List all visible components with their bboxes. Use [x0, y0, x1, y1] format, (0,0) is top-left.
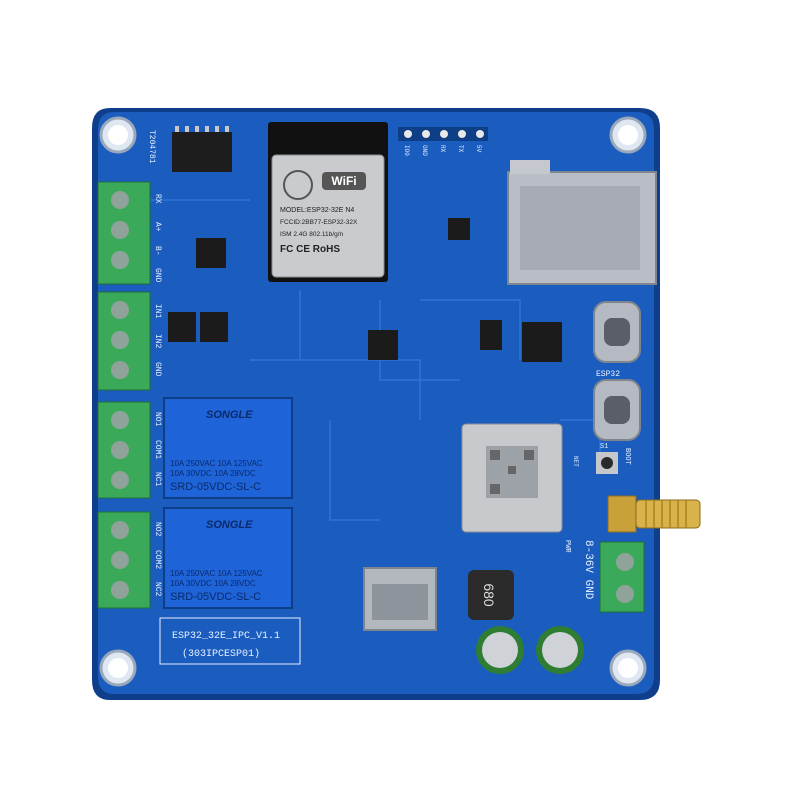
esp-ism-text: ISM 2.4G 802.11b/g/n [280, 231, 343, 238]
ethernet-jack [507, 160, 657, 285]
boot-label: BOOT [623, 448, 631, 465]
esp32-port-label: ESP32 [596, 370, 620, 379]
relay1-rating1: 10A 250VAC 10A 125VAC [170, 459, 263, 468]
reset-button [596, 452, 618, 474]
header-pin-io0: IO0 [403, 145, 410, 156]
header-pin-5v: 5V [475, 145, 482, 153]
espressif-logo-icon [283, 170, 313, 200]
relay2-rating1: 10A 250VAC 10A 125VAC [170, 569, 263, 578]
programming-header: IO0 GND RX TX 5V [398, 127, 488, 156]
top-left-ic [172, 126, 232, 172]
left-terminal-blocks [97, 181, 151, 609]
esp32-module: WiFi MODEL:ESP32-32E N4 FCCID:2BB77-ESP3… [268, 122, 388, 282]
pwr-label: PWR [563, 540, 571, 553]
esp-fcc-text: FCCID:2BB77-ESP32-32X [280, 219, 358, 226]
board-part-label: (303IPCESP01) [182, 648, 260, 660]
relay2-nc-label: NC2 [153, 582, 162, 597]
sim-card-slot [363, 567, 437, 631]
power-input-label: 8-36V GND [582, 540, 594, 600]
rs485-a-label: A+ [153, 222, 162, 232]
net-label: NET [572, 456, 579, 467]
rs485-b-label: B- [153, 246, 162, 256]
input-gnd-label: GND [153, 362, 162, 377]
electrolytic-capacitors [476, 626, 584, 674]
power-inductor: 680 [468, 570, 514, 620]
relay1-com-label: COM1 [153, 440, 162, 459]
relay2-model: SRD-05VDC-SL-C [170, 591, 261, 603]
version-box: ESP32_32E_IPC_V1.1 (303IPCESP01) [159, 617, 301, 665]
input-in1-label: IN1 [153, 304, 162, 319]
relay1-model: SRD-05VDC-SL-C [170, 481, 261, 493]
esp-model-text: MODEL:ESP32-32E N4 [280, 207, 354, 214]
relay1-nc-label: NC1 [153, 472, 162, 487]
sma-connector [607, 495, 701, 533]
input-in2-label: IN2 [153, 334, 162, 349]
inductor-marking: 680 [481, 583, 497, 607]
relay2-rating2: 10A 30VDC 10A 28VDC [170, 579, 256, 588]
header-pin-rx: RX [439, 145, 446, 153]
relay1-rating2: 10A 30VDC 10A 28VDC [170, 469, 256, 478]
wifi-badge: WiFi [331, 174, 356, 188]
rs485-rx-label: RX [153, 194, 162, 204]
power-terminal-block [599, 541, 645, 613]
header-pin-tx: TX [457, 145, 464, 153]
relay-1: SONGLE 10A 250VAC 10A 125VAC 10A 30VDC 1… [163, 397, 293, 499]
top-serial-label: T204781 [147, 130, 156, 164]
board-version-label: ESP32_32E_IPC_V1.1 [172, 631, 280, 642]
relay2-com-label: COM2 [153, 550, 162, 569]
usb-c-ports [593, 301, 641, 441]
relay1-brand: SONGLE [206, 409, 253, 421]
header-pin-gnd: GND [421, 145, 428, 156]
relay-2: SONGLE 10A 250VAC 10A 125VAC 10A 30VDC 1… [163, 507, 293, 609]
rs485-gnd-label: GND [153, 268, 162, 283]
relay1-no-label: NO1 [153, 412, 162, 427]
s1-label: S1 [600, 443, 608, 451]
relay2-no-label: NO2 [153, 522, 162, 537]
small-ics [168, 218, 562, 362]
esp-marks-text: FC CE RoHS [280, 244, 340, 255]
relay2-brand: SONGLE [206, 519, 253, 531]
mounting-holes [99, 116, 647, 687]
cellular-module [461, 423, 563, 533]
